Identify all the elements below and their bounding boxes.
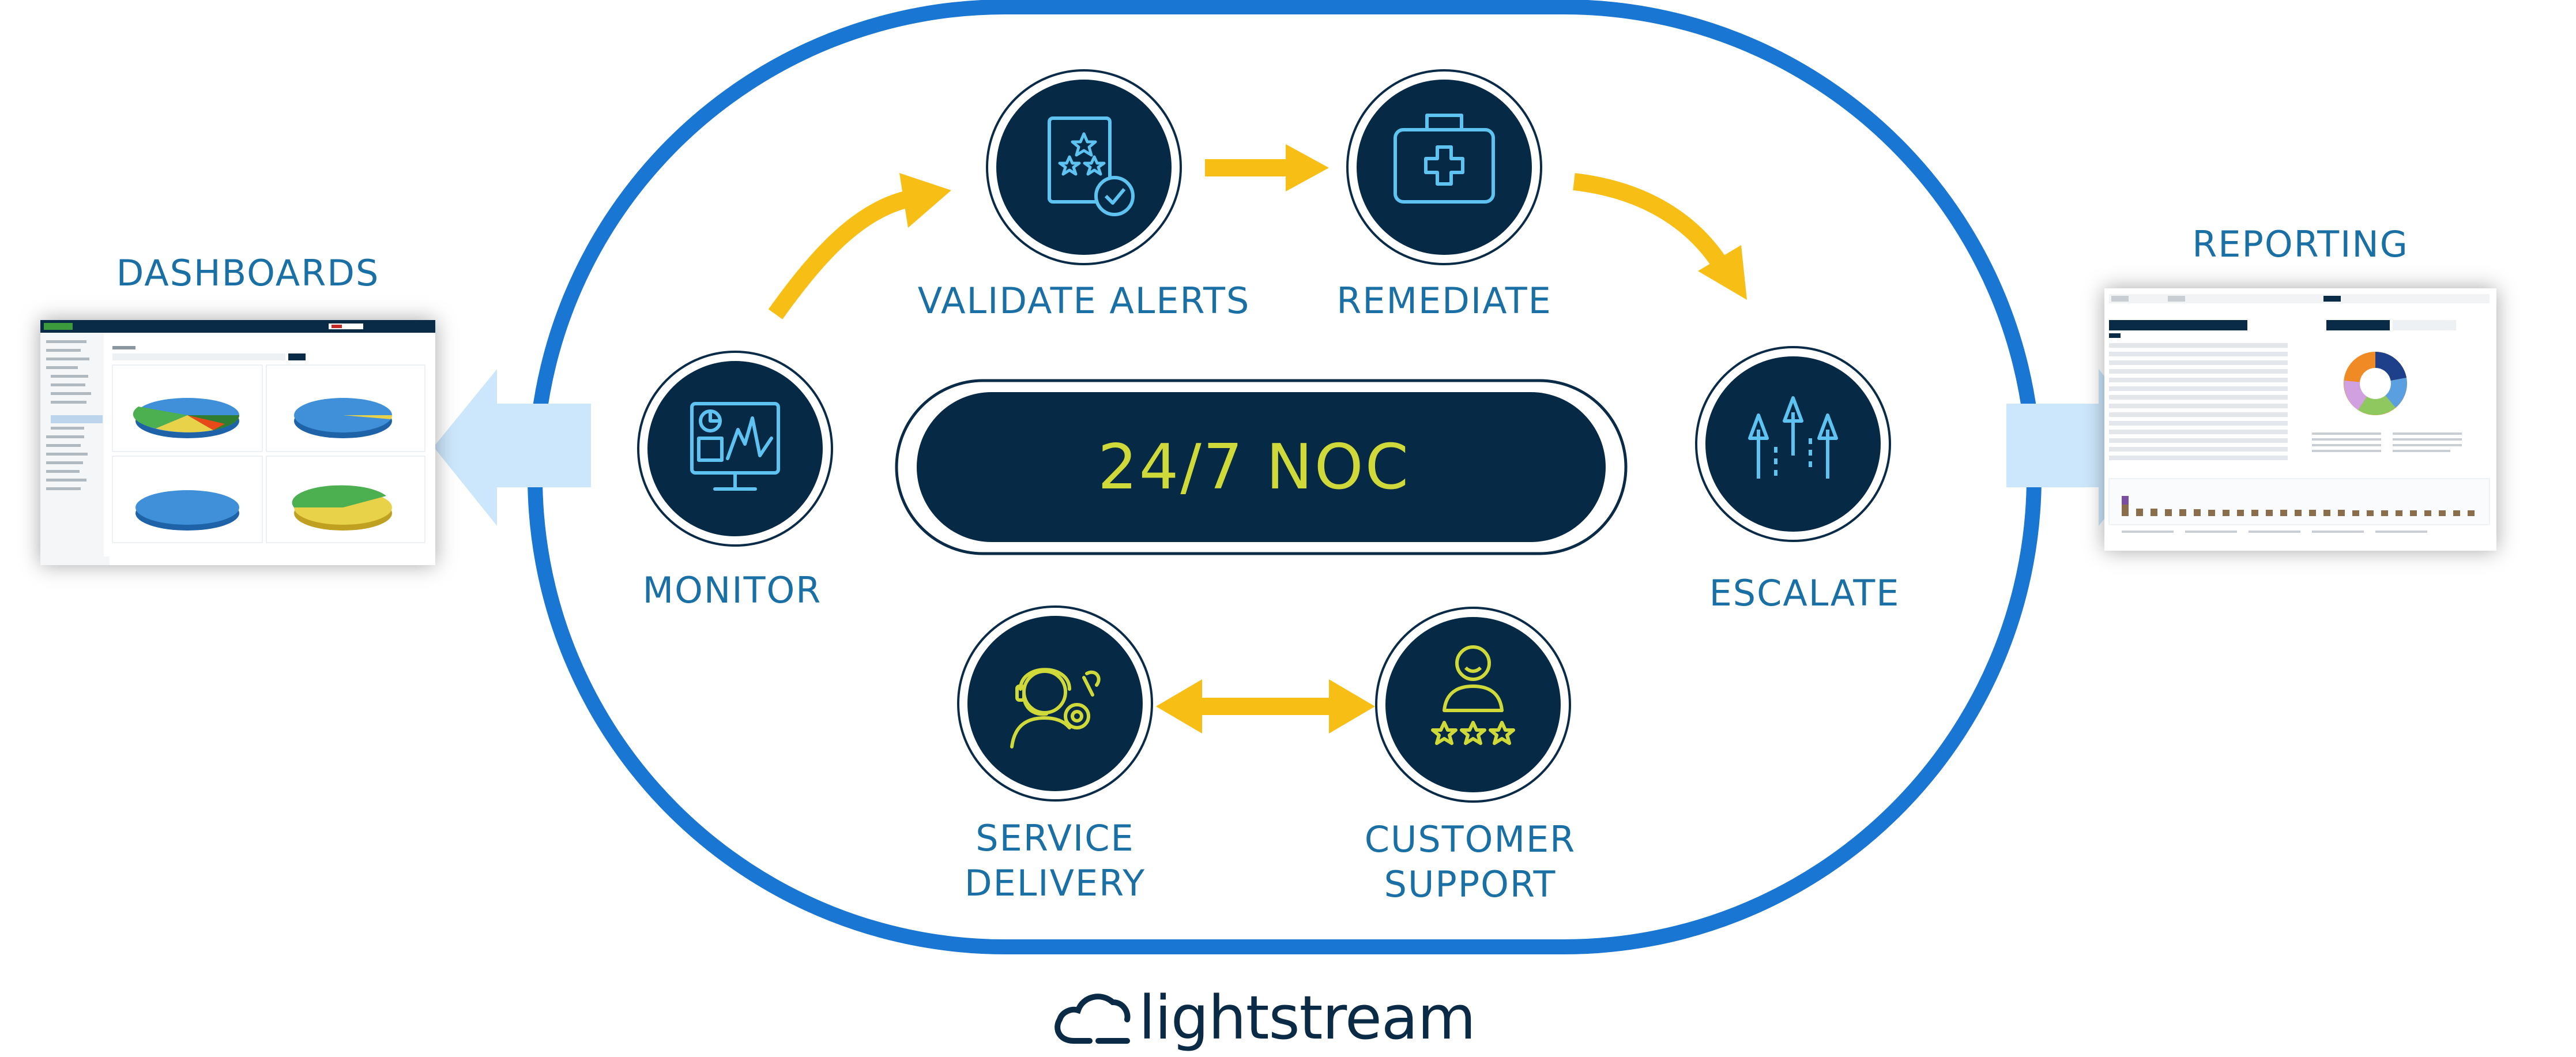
service-delivery-label: SERVICE DELIVERY xyxy=(905,816,1205,905)
reporting-screenshot xyxy=(2104,288,2496,551)
escalate-label: ESCALATE xyxy=(1709,572,1900,614)
lightstream-cloud-icon xyxy=(1054,994,1131,1044)
dashboard-screenshot xyxy=(40,320,435,565)
brand-name: lightstream xyxy=(1139,983,1476,1053)
validate-alerts-label: VALIDATE ALERTS xyxy=(917,280,1251,322)
noc-title: 24/7 NOC xyxy=(1097,431,1411,503)
person-three-stars-icon xyxy=(1431,645,1515,745)
reporting-preview xyxy=(2108,294,2490,533)
cycle-arrows xyxy=(768,144,1747,733)
service-delivery-line2: DELIVERY xyxy=(964,862,1146,904)
reporting-label: REPORTING xyxy=(2192,223,2409,265)
dashboards-label: DASHBOARDS xyxy=(116,252,380,294)
customer-support-line1: CUSTOMER xyxy=(1364,818,1576,860)
customer-support-line2: SUPPORT xyxy=(1384,863,1557,905)
up-arrows-icon xyxy=(1748,396,1838,479)
escalate-step xyxy=(1695,346,1891,542)
service-delivery-step xyxy=(957,605,1153,802)
customer-support-step xyxy=(1375,607,1571,803)
validate-alerts-step xyxy=(986,69,1182,265)
monitor-chart-icon xyxy=(690,402,780,491)
arrow-to-dashboards xyxy=(434,369,591,526)
medical-kit-icon xyxy=(1394,114,1495,204)
brand-logo: lightstream xyxy=(1139,983,1508,1053)
monitor-label: MONITOR xyxy=(642,569,822,611)
headset-technician-icon xyxy=(1010,668,1101,748)
clipboard-stars-check-icon xyxy=(1048,116,1135,216)
remediate-label: REMEDIATE xyxy=(1336,280,1552,322)
monitor-step xyxy=(637,351,833,547)
remediate-step xyxy=(1346,69,1542,265)
service-delivery-line1: SERVICE xyxy=(976,817,1135,859)
dashboard-preview xyxy=(40,320,435,565)
customer-support-label: CUSTOMER SUPPORT xyxy=(1320,817,1620,906)
noc-pill xyxy=(917,392,1606,542)
